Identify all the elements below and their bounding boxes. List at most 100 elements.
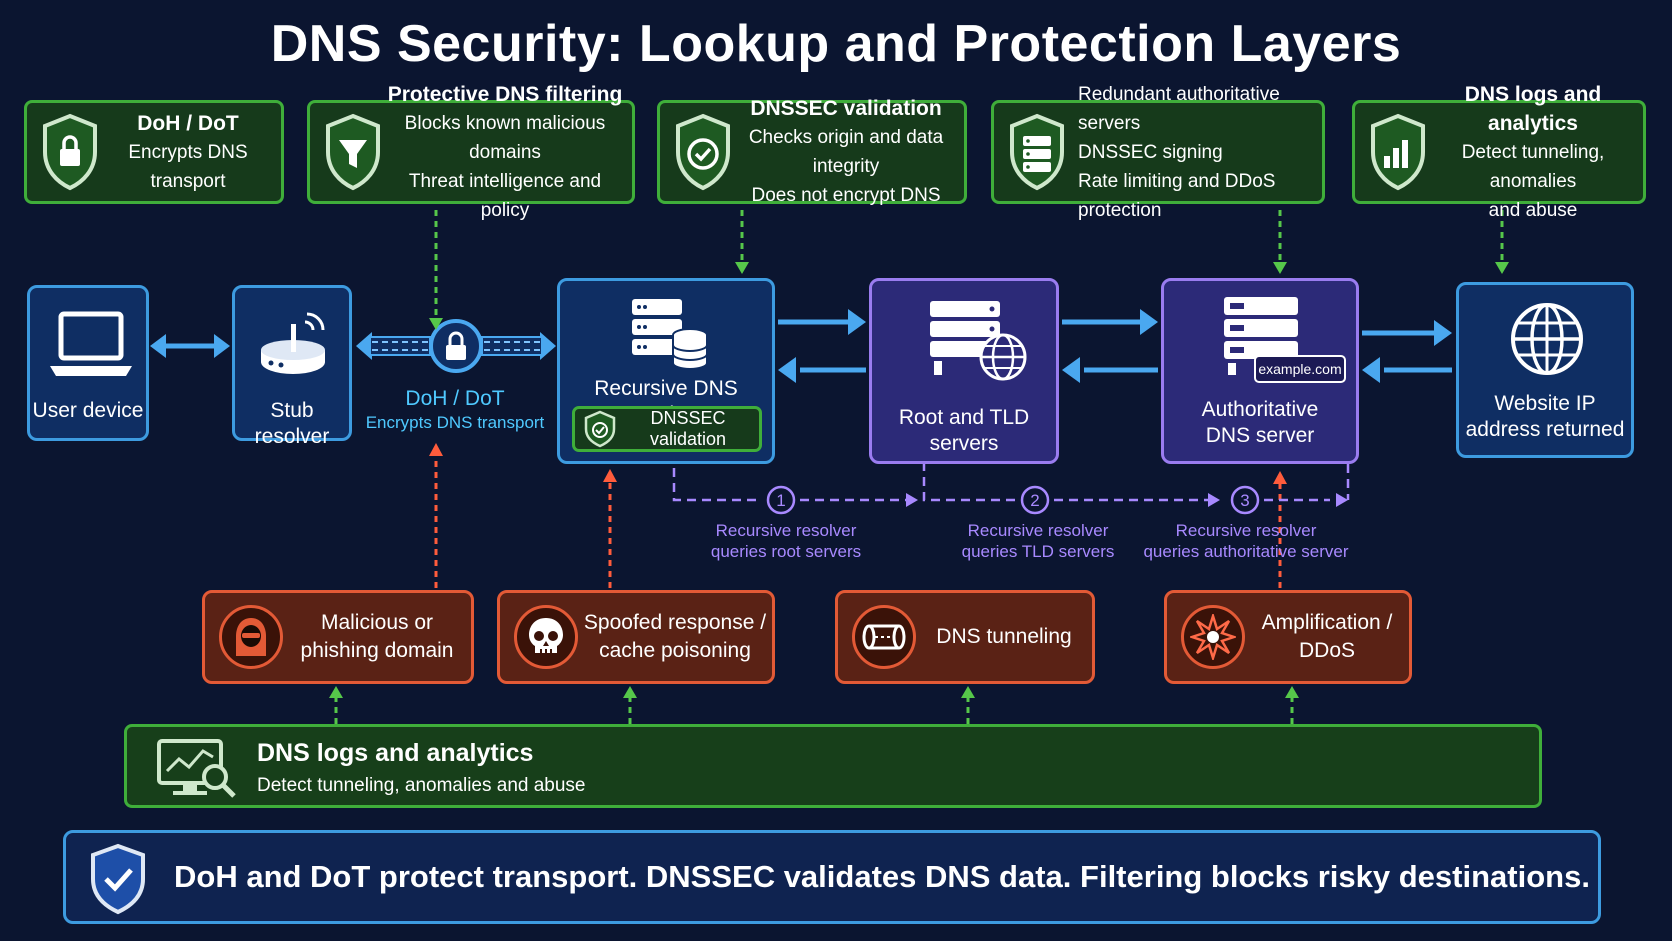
node-stub-resolver: Stub resolver [232, 285, 352, 448]
tunnel-icon [852, 605, 916, 669]
protection-line: DNSSEC signing [1078, 141, 1223, 163]
protection-doh-dot: DoH / DoT Encrypts DNS transport [24, 100, 284, 204]
node-label: DNS server [1205, 424, 1315, 447]
node-label: Stub resolver [254, 399, 330, 448]
domain-label: example.com [1258, 361, 1342, 377]
server-shield-icon [1010, 113, 1064, 191]
doh-sublabel: Encrypts DNS transport [365, 413, 545, 432]
step-label-line: Recursive resolver [1175, 521, 1317, 540]
protection-line: Rate limiting and DDoS protection [1078, 170, 1276, 221]
protection-dnssec: DNSSEC validation Checks origin and data… [657, 97, 967, 206]
domain-badge: example.com [1254, 355, 1346, 383]
step-label-line: queries root servers [710, 542, 862, 561]
step-number: 2 [1030, 491, 1040, 510]
summary-bar: DoH and DoT protect transport. DNSSEC va… [63, 830, 1601, 924]
protection-line: Redundant authoritative servers [1078, 83, 1280, 134]
step-number: 3 [1240, 491, 1250, 510]
node-website-ip: Website IP address returned [1456, 282, 1634, 458]
monitor-analytics-icon [157, 739, 236, 798]
server-globe-icon [930, 301, 1027, 381]
threat-arrowheads [429, 443, 1287, 484]
node-user-device: User device [27, 285, 149, 441]
node-label: Authoritative [1201, 398, 1319, 421]
logs-arrows [334, 694, 1294, 724]
node-authoritative-dns: example.com Authoritative DNS server [1161, 278, 1359, 464]
arrow-root-auth [1062, 309, 1158, 383]
check-shield-icon [584, 410, 616, 448]
laptop-icon [50, 311, 132, 376]
protection-arrows-top [434, 210, 1504, 322]
step-label: Recursive resolver queries TLD servers [938, 520, 1138, 562]
logs-arrowheads [329, 686, 1299, 698]
node-label: Root and TLD servers [898, 406, 1030, 455]
logs-subtitle: Detect tunneling, anomalies and abuse [257, 775, 586, 796]
node-label: Website IP [1494, 392, 1596, 415]
hacker-icon [219, 605, 283, 669]
explosion-icon [1181, 605, 1245, 669]
step-number: 1 [776, 491, 786, 510]
threat-label: Malicious or [320, 611, 434, 634]
protection-line: Detect tunneling, anomalies [1461, 141, 1605, 192]
threat-label: DDoS [1298, 639, 1356, 662]
skull-icon [514, 605, 578, 669]
protection-dns-logs: DNS logs and analytics Detect tunneling,… [1352, 83, 1646, 221]
dns-logs-bar: DNS logs and analytics Detect tunneling,… [124, 724, 1542, 808]
protection-line: Threat intelligence and policy [408, 170, 602, 221]
step-label-line: queries TLD servers [961, 542, 1115, 561]
threat-spoofed-response: Spoofed response / cache poisoning [497, 590, 775, 684]
protection-title: DNSSEC validation [750, 97, 942, 120]
doh-label: DoH / DoT [405, 387, 505, 410]
arrow-encrypted-tunnel [356, 319, 556, 373]
step-circles [766, 485, 1260, 515]
logs-title: DNS logs and analytics [257, 739, 534, 767]
protection-title: Protective DNS filtering [387, 82, 623, 106]
analytics-shield-icon [1371, 113, 1425, 191]
query-path [672, 462, 1350, 502]
protection-line: Encrypts DNS transport [128, 141, 248, 192]
threat-amplification-ddos: Amplification / DDoS [1164, 590, 1412, 684]
node-label: address returned [1465, 418, 1625, 441]
badge-label: DNSSEC validation [649, 408, 727, 449]
summary-text: DoH and DoT protect transport. DNSSEC va… [174, 859, 1590, 894]
globe-icon [1511, 303, 1583, 375]
protection-line: Checks origin and data integrity [748, 127, 944, 177]
lock-shield-icon [43, 113, 97, 191]
protection-title: DoH / DoT [137, 111, 239, 135]
protection-dns-filtering: Protective DNS filtering Blocks known ma… [307, 83, 635, 221]
threat-malicious-domain: Malicious or phishing domain [202, 590, 474, 684]
protection-title: DNS logs and analytics [1464, 82, 1602, 135]
step-label: Recursive resolver queries authoritative… [1130, 520, 1362, 562]
server-database-icon [632, 299, 708, 370]
arrow-auth-website [1362, 320, 1452, 383]
step-label: Recursive resolver queries root servers [686, 520, 886, 562]
step-label-line: Recursive resolver [967, 521, 1109, 540]
node-root-tld: Root and TLD servers [869, 278, 1059, 464]
diagram-title: DNS Security: Lookup and Protection Laye… [270, 15, 1402, 73]
check-shield-icon [91, 843, 145, 915]
server-stack-icon [1224, 297, 1298, 375]
filter-shield-icon [326, 113, 380, 191]
node-recursive-resolver: Recursive DNS resolver DNSSEC validation [557, 278, 775, 464]
check-shield-icon [676, 113, 730, 191]
arrow-device-stub [150, 334, 230, 358]
router-icon [261, 312, 325, 374]
threat-arrows [434, 452, 1282, 588]
dnssec-validation-badge: DNSSEC validation [572, 406, 762, 452]
threat-label: Amplification / [1261, 611, 1393, 634]
threat-label: phishing domain [300, 639, 454, 662]
threat-dns-tunneling: DNS tunneling [835, 590, 1095, 684]
protection-line: and abuse [1488, 199, 1578, 221]
step-label-line: Recursive resolver [715, 521, 857, 540]
protection-arrowheads-top [429, 262, 1509, 330]
protection-authoritative: Redundant authoritative servers DNSSEC s… [991, 84, 1325, 221]
threat-label: Spoofed response / [583, 611, 767, 634]
protection-line: Blocks known malicious domains [404, 112, 606, 163]
query-arrowheads [906, 493, 1348, 507]
threat-label: DNS tunneling [936, 625, 1072, 648]
protection-line: Does not encrypt DNS [751, 185, 941, 206]
arrow-recursive-root [778, 309, 866, 383]
step-label-line: queries authoritative server [1143, 542, 1349, 561]
threat-label: cache poisoning [599, 639, 751, 662]
doh-dot-caption: DoH / DoT Encrypts DNS transport [360, 386, 550, 434]
